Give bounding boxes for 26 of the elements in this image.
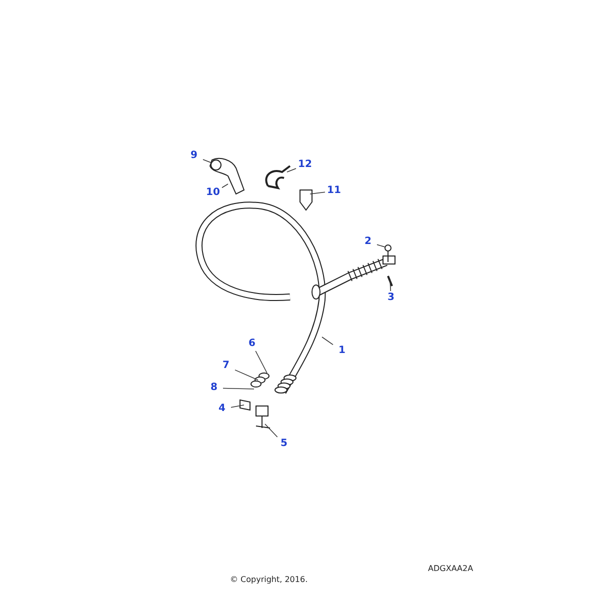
leader-line [376, 244, 386, 248]
leader-line [286, 168, 296, 172]
callout-number: 4 [213, 402, 231, 416]
leader-line [310, 192, 326, 194]
leader-line [264, 424, 278, 438]
leader-line [322, 336, 334, 346]
callout-number: 5 [275, 437, 293, 451]
leader-line [202, 159, 212, 164]
callout-number: 8 [205, 381, 223, 395]
leader-line [222, 184, 228, 188]
leader-line [230, 404, 244, 408]
leader-line [222, 388, 254, 390]
callout-number: 11 [325, 184, 343, 198]
leader-line [390, 278, 392, 292]
callout-number: 9 [185, 149, 203, 163]
callout-number: 7 [217, 359, 235, 373]
callout-number: 1 [333, 344, 351, 358]
callout-number: 10 [204, 186, 222, 200]
leader-line [255, 350, 268, 374]
drawing-code: ADGXAA2A [428, 564, 474, 573]
callout-number: 6 [243, 337, 261, 351]
callout-number: 12 [296, 158, 314, 172]
leader-line [234, 370, 258, 380]
callout-number: 3 [382, 291, 400, 305]
copyright-notice: © Copyright, 2016. [230, 575, 308, 584]
callout-number: 2 [359, 235, 377, 249]
